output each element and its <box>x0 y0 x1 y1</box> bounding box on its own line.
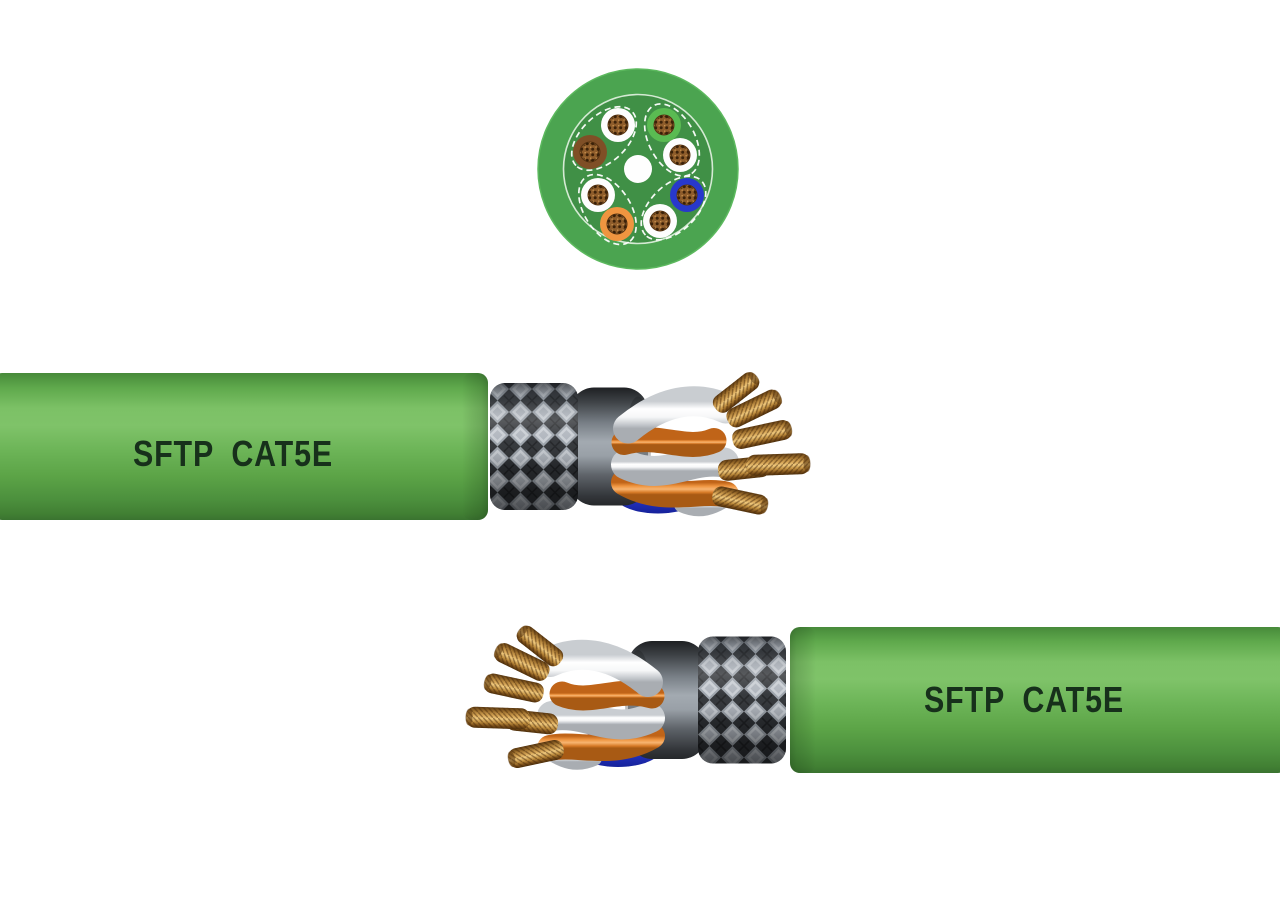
cable-top-jacket-end-shading <box>462 373 488 520</box>
conductors <box>573 108 704 241</box>
cable-bottom-jacket <box>790 627 1280 773</box>
conductor-white <box>663 138 697 172</box>
pair-outlines <box>570 103 707 246</box>
cable-bottom-jacket-end-shading <box>790 627 816 773</box>
conductor-orange <box>600 207 634 241</box>
cable-top-print: SFTP CAT5E <box>133 433 333 474</box>
cable-cross-section-diagram <box>537 68 739 270</box>
center-filler <box>624 155 652 183</box>
pair-outline-brown <box>570 105 638 172</box>
conductor-white <box>601 108 635 142</box>
cable-bottom: SFTP CAT5E <box>465 622 1280 773</box>
conductor-blue <box>670 178 704 212</box>
cable-bottom-print: SFTP CAT5E <box>924 679 1124 720</box>
conductor-green <box>647 108 681 142</box>
pair-outline-blue <box>640 175 707 241</box>
pair-outline-orange <box>577 173 638 246</box>
cable-top-jacket <box>0 373 488 520</box>
conductor-white <box>643 204 677 238</box>
conductor-brown <box>573 135 607 169</box>
xsec-core-outline <box>562 93 714 245</box>
conductor-white <box>581 178 615 212</box>
cable-top: SFTP CAT5E <box>0 369 811 520</box>
pair-outline-green <box>643 103 701 177</box>
